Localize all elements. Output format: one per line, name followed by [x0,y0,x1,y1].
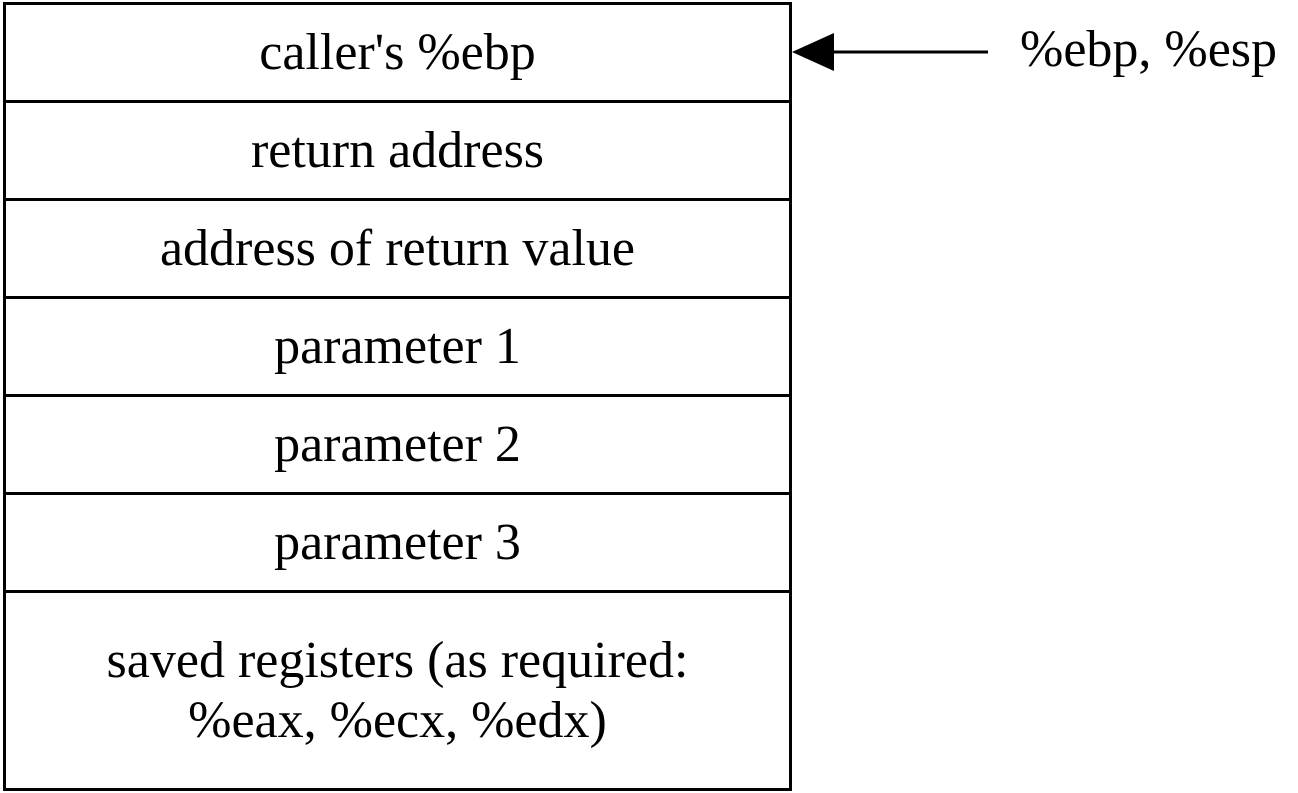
stack-cell: address of return value [6,201,789,299]
stack-cell-label: return address [250,121,545,179]
stack-cell: return address [6,103,789,201]
pointer-label: %ebp, %esp [1020,21,1278,78]
stack-cell: parameter 1 [6,299,789,397]
saved-registers-text: saved registers (as required: %eax, %ecx… [107,631,689,751]
stack-frame-diagram: caller's %ebp return address address of … [3,2,792,791]
saved-registers-cell: saved registers (as required: %eax, %ecx… [6,593,789,788]
stack-cell-label: address of return value [159,219,636,277]
pointer-arrow-icon [792,33,988,71]
stack-cell: parameter 2 [6,397,789,495]
stack-cell-label: parameter 2 [274,415,521,473]
stack-cell-label: caller's %ebp [259,23,536,81]
stack-cell: parameter 3 [6,495,789,593]
saved-registers-line-1: saved registers (as required: [106,631,689,689]
saved-registers-line-2: %eax, %ecx, %edx) [188,691,607,749]
stack-cell-label: parameter 1 [274,317,521,375]
stack-cell: caller's %ebp [6,5,789,103]
stack-cell-label: parameter 3 [274,513,521,571]
